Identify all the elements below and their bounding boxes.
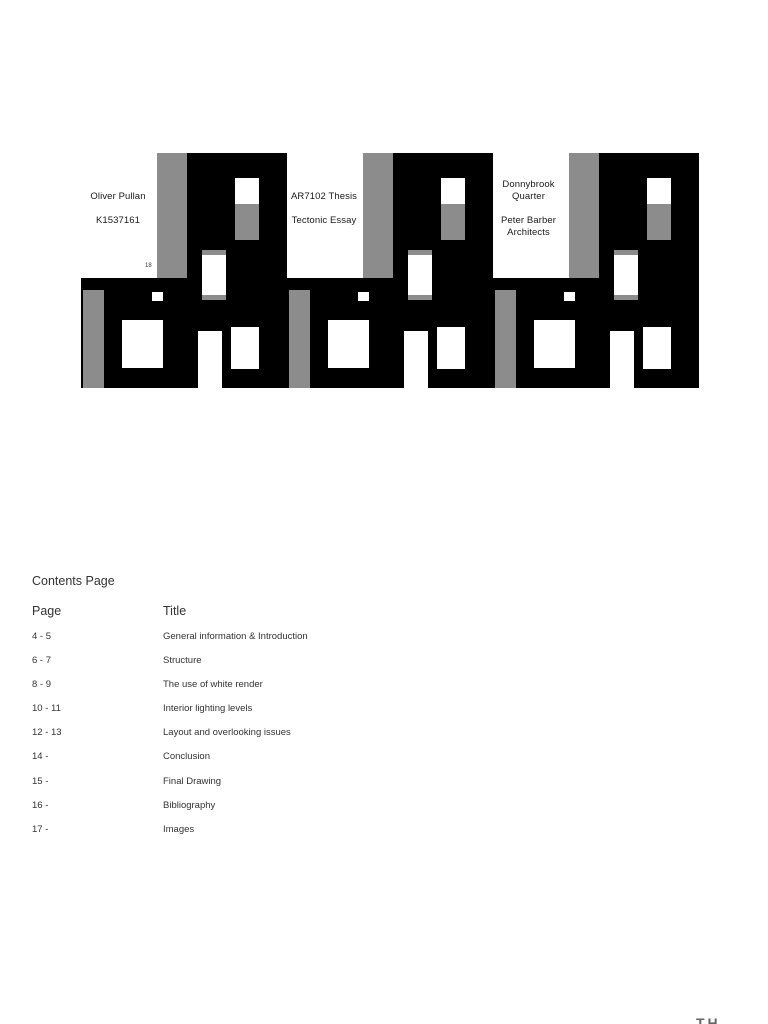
row-title: Conclusion (163, 751, 210, 763)
row-title: Layout and overlooking issues (163, 727, 291, 739)
essay-type: Tectonic Essay (291, 215, 357, 226)
row-page: 16 - (32, 799, 49, 811)
author-name: Oliver Pullan (90, 191, 146, 202)
architect-name-line2: Architects (507, 227, 550, 238)
contents-heading: Contents Page (32, 574, 115, 588)
project-name-line1: Donnybrook (502, 179, 555, 190)
contents-row: 6 - 7 Structure (32, 655, 532, 679)
row-page: 10 - 11 (32, 703, 61, 715)
row-title: Final Drawing (163, 775, 222, 787)
house-unit-2 (287, 153, 493, 388)
project-name-line2: Quarter (512, 191, 545, 202)
row-page: 8 - 9 (32, 679, 52, 691)
contents-row: 4 - 5 General information & Introduction (32, 631, 532, 655)
row-page: 14 - (32, 751, 49, 763)
project-name: Donnybrook Quarter (491, 179, 566, 203)
contents-row: 14 - Conclusion (32, 751, 532, 775)
contents-column-page: Page (32, 604, 62, 618)
row-title: General information & Introduction (163, 631, 308, 642)
row-page: 4 - 5 (32, 631, 52, 642)
corner-mark: TH (696, 1016, 736, 1024)
cover-facade-graphic (81, 153, 699, 388)
contents-row: 16 - Bibliography (32, 800, 532, 824)
row-title: Bibliography (163, 799, 216, 811)
student-id: K1537161 (95, 215, 141, 226)
contents-row: 10 - 11 Interior lighting levels (32, 703, 532, 727)
contents-row: 15 - Final Drawing (32, 776, 532, 800)
row-page: 6 - 7 (32, 655, 52, 667)
row-title: Structure (163, 655, 202, 667)
small-mark: 18 (145, 263, 152, 269)
contents-row: 12 - 13 Layout and overlooking issues (32, 727, 532, 751)
corner-mark-text: TH (696, 1016, 721, 1024)
contents-row: 8 - 9 The use of white render (32, 679, 532, 703)
architect-name: Peter Barber Architects (491, 215, 566, 239)
architect-name-line1: Peter Barber (500, 215, 557, 226)
module-code: AR7102 Thesis (290, 191, 358, 202)
row-page: 15 - (32, 775, 49, 787)
row-title: The use of white render (163, 679, 263, 691)
row-page: 12 - 13 (32, 727, 62, 739)
contents-row: 17 - Images (32, 824, 532, 848)
row-page: 17 - (32, 823, 49, 835)
house-unit-3 (493, 153, 699, 388)
house-unit-1 (81, 153, 287, 388)
contents-column-title: Title (163, 604, 187, 618)
row-title: Images (163, 823, 195, 835)
row-title: Interior lighting levels (163, 703, 253, 715)
